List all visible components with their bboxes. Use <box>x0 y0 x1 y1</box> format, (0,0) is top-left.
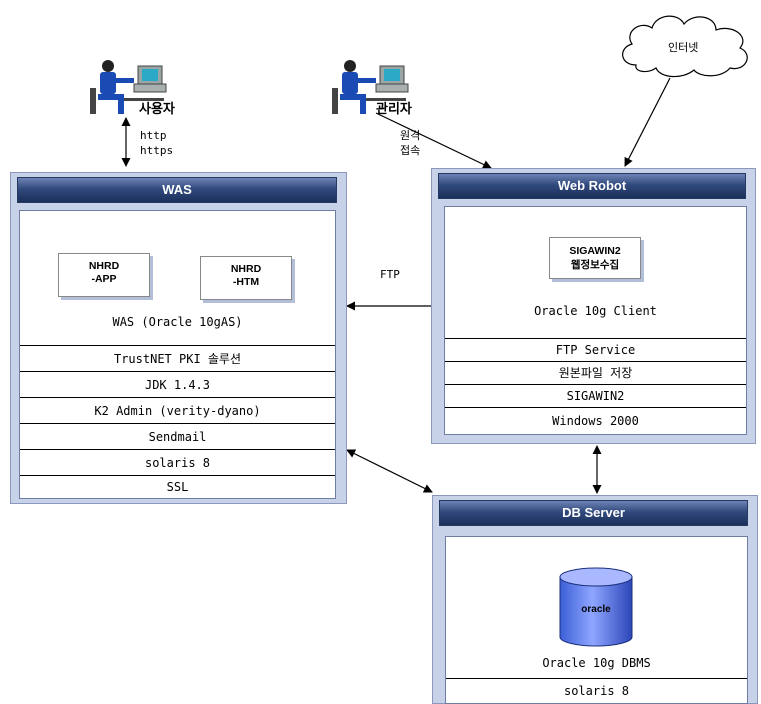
cylinder-label: oracle <box>581 604 611 615</box>
cloud-icon <box>622 15 748 78</box>
was-row-sendmail: Sendmail <box>20 423 335 450</box>
robot-row-sigawin: SIGAWIN2 <box>445 384 746 408</box>
robot-row-storage: 원본파일 저장 <box>445 361 746 385</box>
access-line-2: 접속 <box>400 144 421 157</box>
ftp-label: FTP <box>380 268 400 281</box>
user-protocol: http https <box>140 128 173 158</box>
user-label: 사용자 <box>139 102 175 117</box>
was-row-pki: TrustNET PKI 솔루션 <box>20 345 335 372</box>
db-server-content: oracle Oracle 10g DBMS solaris 8 <box>445 536 748 704</box>
db-server-panel: DB Server oracle Oracle 10g DBMS solaris… <box>432 495 758 704</box>
admin-label: 관리자 <box>376 102 412 117</box>
was-title: WAS <box>17 177 337 203</box>
web-robot-title: Web Robot <box>438 173 746 199</box>
internet-robot-arrow <box>624 77 671 167</box>
db-server-title: DB Server <box>439 500 748 526</box>
admin-access: 원격 접속 <box>400 128 420 158</box>
oracle-db-cylinder: oracle <box>558 567 634 647</box>
was-panel: WAS NHRD -APP NHRD -HTM WAS (Oracle 10gA… <box>10 172 347 504</box>
robot-row-windows: Windows 2000 <box>445 407 746 435</box>
admin-robot-arrow <box>375 112 492 169</box>
was-content: NHRD -APP NHRD -HTM WAS (Oracle 10gAS) T… <box>19 210 336 499</box>
robot-row-ftp: FTP Service <box>445 338 746 362</box>
protocol-http: http <box>140 129 167 142</box>
was-module-app: NHRD -APP <box>58 253 150 297</box>
was-db-arrow <box>346 449 433 493</box>
admin-figure: 관리자 <box>330 58 430 118</box>
user-figure: 사용자 <box>88 58 188 118</box>
protocol-https: https <box>140 144 174 157</box>
was-subtitle: WAS (Oracle 10gAS) <box>112 315 243 329</box>
was-row-jdk: JDK 1.4.3 <box>20 371 335 398</box>
db-row-solaris: solaris 8 <box>446 678 747 703</box>
was-module-htm: NHRD -HTM <box>200 256 292 300</box>
sigawin-module: SIGAWIN2 웹정보수집 <box>549 237 641 279</box>
internet-cloud: 인터넷 <box>616 10 758 80</box>
was-row-ssl: SSL <box>20 475 335 499</box>
web-robot-panel: Web Robot SIGAWIN2 웹정보수집 Oracle 10g Clie… <box>431 168 756 444</box>
web-robot-subtitle: Oracle 10g Client <box>534 304 657 318</box>
was-row-solaris: solaris 8 <box>20 449 335 476</box>
internet-label: 인터넷 <box>668 41 699 54</box>
admin-computer-icon <box>332 60 409 114</box>
access-line-1: 원격 <box>400 129 421 142</box>
was-row-k2: K2 Admin (verity-dyano) <box>20 397 335 424</box>
db-subtitle: Oracle 10g DBMS <box>542 656 651 670</box>
database-icon <box>559 567 633 647</box>
web-robot-content: SIGAWIN2 웹정보수집 Oracle 10g Client FTP Ser… <box>444 206 747 435</box>
user-computer-icon <box>90 60 167 114</box>
